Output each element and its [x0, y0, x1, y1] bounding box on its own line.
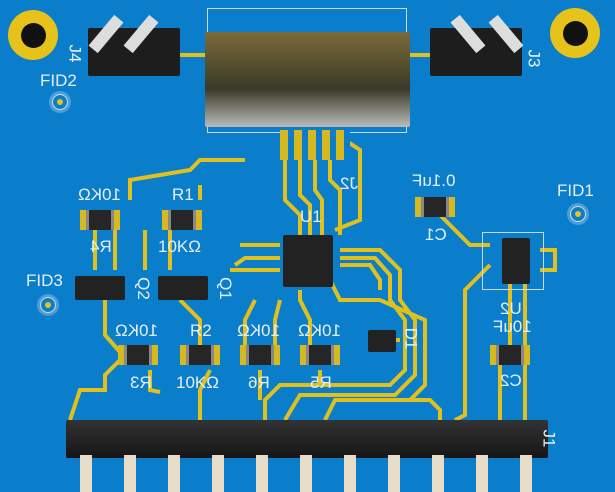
- u2-label: U2: [500, 299, 522, 318]
- resistor-r6: [240, 345, 280, 365]
- fid3-label: FID3: [26, 271, 63, 290]
- resistor-r2: [180, 345, 220, 365]
- ic-u1: [283, 235, 333, 287]
- j1-label: J1: [539, 429, 559, 448]
- resistor-r4: [80, 210, 120, 230]
- c2-value: 10uF: [493, 317, 532, 336]
- d1-label: D1: [401, 327, 421, 350]
- r3-value: 10KΩ: [115, 321, 158, 340]
- regulator-u2: [502, 238, 530, 284]
- fid2-label: FID2: [40, 71, 77, 90]
- usb-connector-j2: [205, 32, 410, 127]
- r4-value: 10KΩ: [78, 185, 121, 204]
- header-j1-pins: [70, 455, 550, 492]
- j2-label: J2: [340, 174, 358, 193]
- fiducial-fid1: [570, 206, 586, 222]
- q2-label: Q2: [133, 277, 153, 300]
- mounting-hole-right: [550, 8, 600, 58]
- j4-label: J4: [65, 44, 85, 63]
- usb-pads: [280, 130, 350, 160]
- r5-value: 10KΩ: [298, 321, 341, 340]
- header-j1: [66, 420, 548, 458]
- mounting-hole-left: [8, 10, 58, 60]
- transistor-q1: [158, 276, 208, 300]
- r3-label: R3: [130, 373, 152, 392]
- capacitor-c2: [490, 345, 530, 365]
- fid1-label: FID1: [557, 181, 594, 200]
- q1-label: Q1: [215, 277, 235, 300]
- resistor-r1: [162, 210, 202, 230]
- c1-label: C1: [425, 225, 447, 244]
- resistor-r3: [118, 345, 158, 365]
- fiducial-fid2: [52, 94, 68, 110]
- c1-value: 0.1uF: [412, 171, 456, 190]
- r2-value: 10KΩ: [176, 373, 219, 392]
- j3-label: J3: [524, 49, 544, 68]
- u1-label: U1: [300, 207, 322, 226]
- u2-outline: [482, 232, 544, 290]
- c2-label: C2: [500, 371, 522, 390]
- transistor-q2: [75, 276, 125, 300]
- r5-label: R5: [310, 373, 332, 392]
- r1-label: R1: [172, 185, 194, 204]
- r1-value: 10KΩ: [158, 237, 201, 256]
- r6-value: 10KΩ: [237, 321, 280, 340]
- resistor-r5: [300, 345, 340, 365]
- fiducial-fid3: [40, 297, 56, 313]
- r2-label: R2: [190, 321, 212, 340]
- r4-label: R4: [90, 237, 112, 256]
- r6-label: R6: [248, 373, 270, 392]
- capacitor-c1: [415, 197, 455, 217]
- diode-d1: [368, 330, 396, 352]
